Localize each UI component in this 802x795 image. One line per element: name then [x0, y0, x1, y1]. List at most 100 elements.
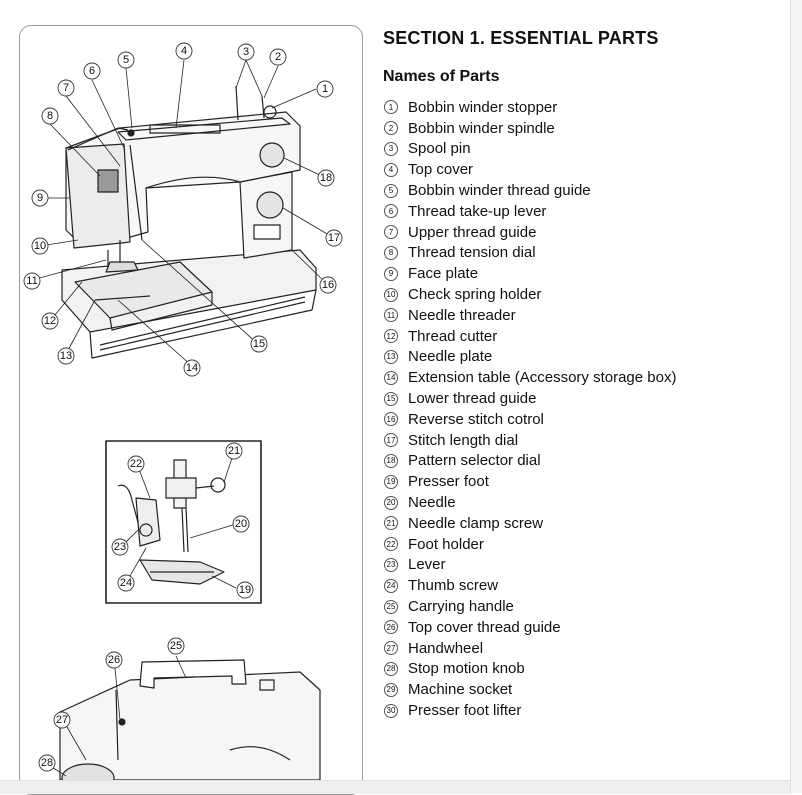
- callout-6: 6: [89, 65, 95, 77]
- part-name: Extension table (Accessory storage box): [408, 369, 677, 387]
- list-item: 20 Needle: [383, 492, 676, 513]
- part-name: Presser foot: [408, 473, 489, 491]
- part-name: Reverse stitch cotrol: [408, 410, 544, 428]
- part-number: 6: [384, 204, 398, 219]
- part-name: Spool pin: [408, 140, 471, 158]
- rear-view-drawing: [46, 655, 321, 793]
- list-item: 1 Bobbin winder stopper: [383, 97, 676, 118]
- part-name: Thumb screw: [408, 577, 499, 595]
- part-name: Bobbin winder spindle: [408, 119, 555, 137]
- part-number: 4: [384, 162, 398, 177]
- list-item: 8 Thread tension dial: [383, 243, 676, 264]
- vertical-scrollbar[interactable]: [790, 0, 802, 793]
- part-name: Machine socket: [408, 681, 513, 699]
- part-number: 12: [384, 329, 398, 344]
- callout-21: 21: [228, 445, 240, 457]
- callout-3: 3: [243, 46, 249, 58]
- part-name: Check spring holder: [408, 286, 542, 304]
- callout-15: 15: [253, 338, 265, 350]
- part-number: 9: [384, 266, 398, 281]
- part-name: Needle clamp screw: [408, 514, 544, 532]
- part-number: 13: [384, 349, 398, 364]
- part-number: 25: [384, 599, 398, 614]
- callout-19: 19: [239, 584, 251, 596]
- list-item: 26 Top cover thread guide: [383, 617, 676, 638]
- callout-26: 26: [108, 654, 120, 666]
- callout-28: 28: [41, 757, 53, 769]
- list-item: 10 Check spring holder: [383, 284, 676, 305]
- part-number: 30: [384, 703, 398, 718]
- list-item: 5 Bobbin winder thread guide: [383, 180, 676, 201]
- part-name: Stop motion knob: [408, 660, 525, 678]
- part-number: 20: [384, 495, 398, 510]
- callout-5: 5: [123, 54, 129, 66]
- part-number: 11: [384, 308, 398, 323]
- part-name: Face plate: [408, 265, 479, 283]
- part-number: 10: [384, 287, 398, 302]
- callout-10: 10: [34, 240, 46, 252]
- part-number: 21: [384, 516, 398, 531]
- callout-9: 9: [37, 192, 43, 204]
- part-name: Stitch length dial: [408, 431, 519, 449]
- part-number: 1: [384, 100, 398, 115]
- list-item: 6 Thread take-up lever: [383, 201, 676, 222]
- part-number: 22: [384, 537, 398, 552]
- part-number: 29: [384, 682, 398, 697]
- callout-18: 18: [320, 172, 332, 184]
- section-title: SECTION 1. ESSENTIAL PARTS: [383, 28, 659, 48]
- list-item: 14 Extension table (Accessory storage box…: [383, 367, 676, 388]
- part-name: Thread tension dial: [408, 244, 536, 262]
- callout-4: 4: [181, 45, 187, 57]
- part-number: 8: [384, 245, 398, 260]
- callout-1: 1: [322, 83, 328, 95]
- part-name: Thread take-up lever: [408, 202, 547, 220]
- part-name: Bobbin winder stopper: [408, 98, 558, 116]
- part-name: Carrying handle: [408, 598, 514, 616]
- callout-23: 23: [114, 541, 126, 553]
- list-item: 4 Top cover: [383, 159, 676, 180]
- part-number: 26: [384, 620, 398, 635]
- callout-11: 11: [26, 275, 37, 287]
- callout-27: 27: [56, 714, 68, 726]
- callout-numbers: 1 2 3 4 5 6 7 8 9 10 11 12 13 14 15 16 1…: [26, 45, 340, 769]
- callout-2: 2: [275, 51, 281, 63]
- list-item: 24 Thumb screw: [383, 575, 676, 596]
- part-name: Needle: [408, 494, 456, 512]
- list-item: 29 Machine socket: [383, 679, 676, 700]
- list-item: 25 Carrying handle: [383, 596, 676, 617]
- part-number: 16: [384, 412, 398, 427]
- list-item: 21 Needle clamp screw: [383, 513, 676, 534]
- callout-13: 13: [60, 350, 72, 362]
- list-item: 17 Stitch length dial: [383, 430, 676, 451]
- part-name: Top cover thread guide: [408, 618, 561, 636]
- part-number: 5: [384, 183, 398, 198]
- callout-7: 7: [63, 82, 69, 94]
- callout-12: 12: [44, 315, 56, 327]
- part-number: 15: [384, 391, 398, 406]
- part-name: Top cover: [408, 161, 474, 179]
- part-name: Bobbin winder thread guide: [408, 182, 591, 200]
- horizontal-scrollbar[interactable]: [0, 780, 790, 794]
- part-name: Handwheel: [408, 639, 484, 657]
- part-number: 27: [384, 641, 398, 656]
- list-item: 9 Face plate: [383, 263, 676, 284]
- callout-24: 24: [120, 577, 132, 589]
- callout-25: 25: [170, 640, 182, 652]
- callout-20: 20: [235, 518, 247, 530]
- part-number: 14: [384, 370, 398, 385]
- part-number: 24: [384, 578, 398, 593]
- callout-17: 17: [328, 232, 340, 244]
- part-name: Pattern selector dial: [408, 452, 541, 470]
- part-number: 17: [384, 433, 398, 448]
